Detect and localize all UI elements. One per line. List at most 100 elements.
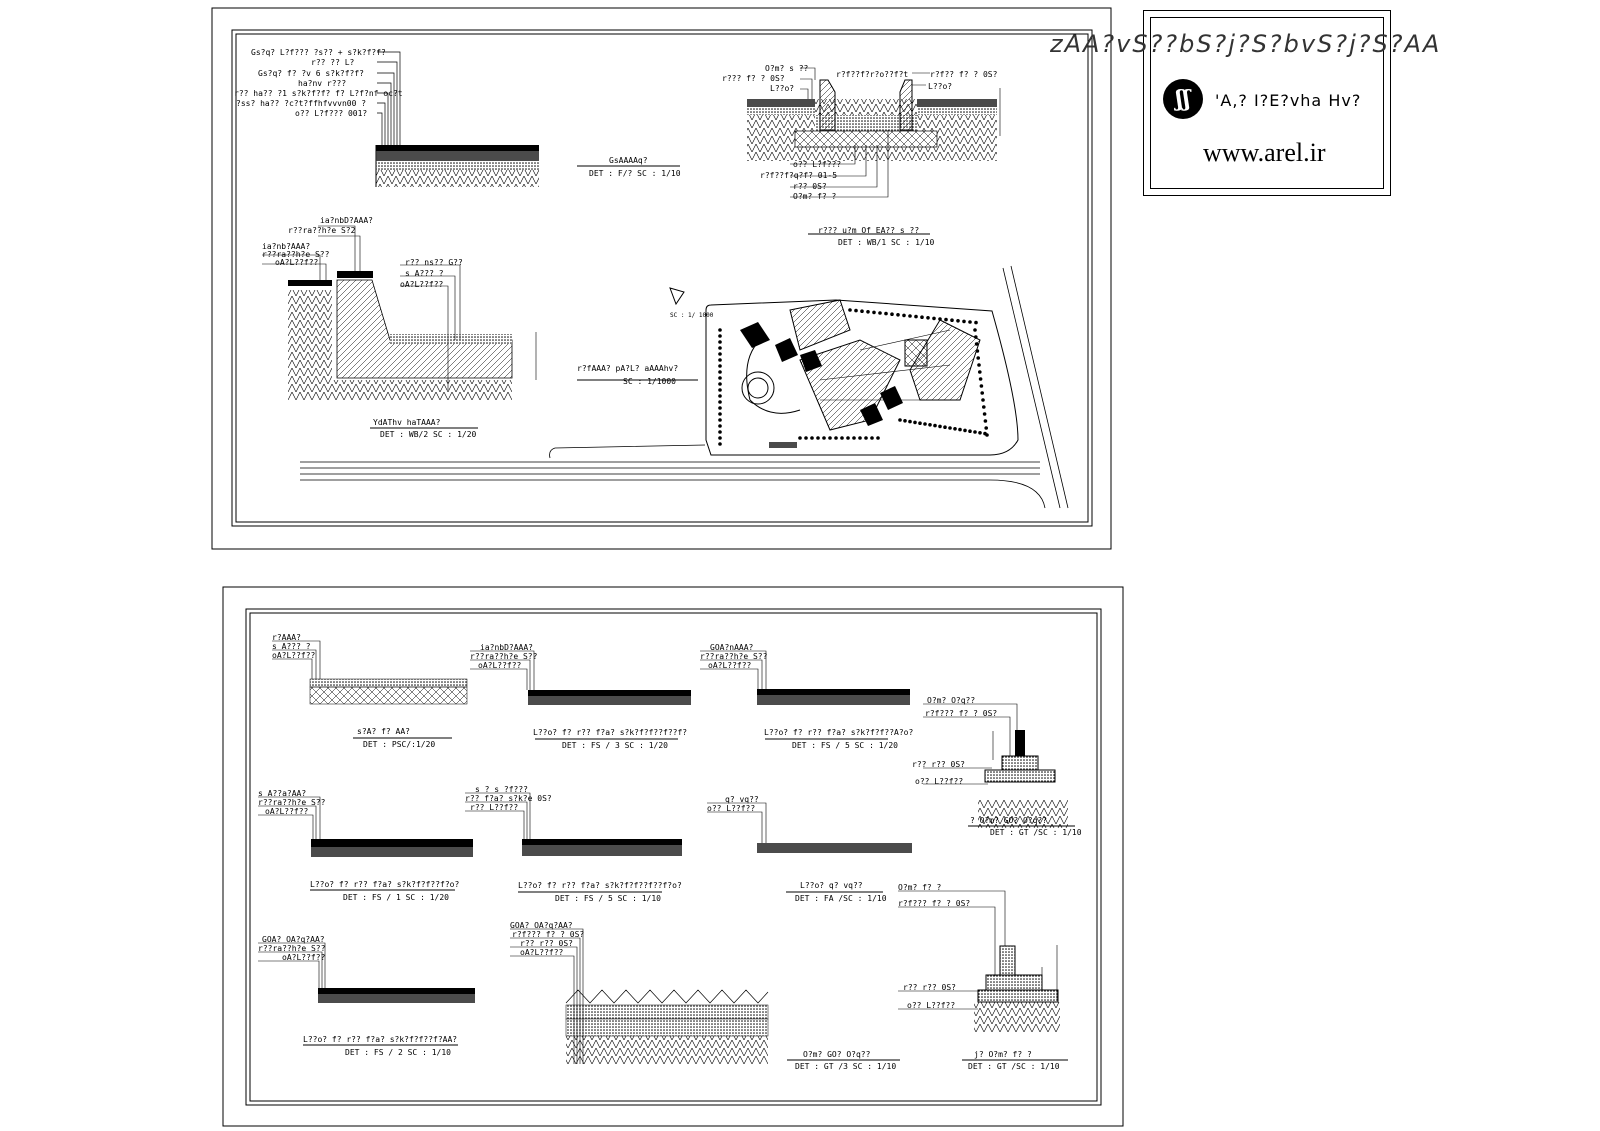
caption: ? O?m? GO? O?q?? [970,816,1048,825]
tree-symbol [933,423,937,428]
tree-symbol [908,419,912,424]
tree-symbol [932,316,936,321]
label: r?f??? f? ? 0S? [512,930,585,939]
detail-top-right-ref: DET : WB/1 SC : 1/10 [838,238,935,247]
tree-symbol [870,436,874,440]
detail-ref: DET : PSC/:1/20 [363,740,436,749]
tree-symbol [718,400,722,404]
label: r?? r?? 0S? [912,760,965,769]
label: ia?nb?AAA? [262,242,311,251]
tree-symbol [718,382,722,386]
label: o?? L??f?? [707,804,756,813]
tree-symbol [976,356,980,360]
tree-symbol [864,436,868,440]
tree-symbol [953,427,957,431]
tree-symbol [898,418,902,422]
label: r?? r?? 0S? [520,939,573,948]
label: oA?L??f?? [708,661,752,670]
tree-symbol [928,423,932,427]
label: O?m? s ?? [765,64,809,73]
caption: L??o? q? vq?? [800,881,863,890]
arel-logo-icon: ʃʃ [1163,79,1203,119]
tree-symbol [974,342,979,346]
tree-symbol [718,430,722,434]
label: r??? f? ? 0S? [722,74,785,83]
label: r?f??? f? ? 0S? [925,709,998,718]
label: o?? L?f??? [793,160,842,169]
label: GOA?nAAA? [710,643,754,652]
tree-symbol [977,363,981,367]
site-plan [300,265,1069,509]
label: ia?nbD?AAA? [480,643,533,652]
label: r??ra??h?e S?? [258,798,326,807]
tree-symbol [980,391,984,395]
tree-symbol [902,313,906,318]
tree-symbol [866,310,870,314]
sheet1-frame-b [235,33,1089,523]
tree-symbol [854,308,858,313]
tree-symbol [718,346,722,350]
tree-symbol [913,420,917,425]
tree-symbol [852,436,856,440]
tree-symbol [828,436,832,440]
detail-top-right-caption: r??? u?m Of EA?? s ?? [818,226,920,235]
caption: j? O?m? f? ? [974,1050,1032,1059]
label: L??o? [770,84,795,93]
label: O?m? f? ? [793,192,837,201]
detail-ref: DET : FA /SC : 1/10 [795,894,887,903]
label: r?? f?a? s?k?e 0S? [465,794,552,803]
tree-symbol [926,316,930,320]
tree-symbol [948,426,952,430]
label: oA?L??f?? [272,651,316,660]
tree-symbol [876,436,880,440]
tree-symbol [973,328,977,332]
tree-symbol [918,421,922,426]
label: o?? L??f?? [907,1001,956,1010]
tree-symbol [718,418,722,422]
tree-symbol [974,320,978,325]
label: o?? L?f??? 001? [295,109,368,118]
label: s A??a?AA? [258,789,307,798]
tree-symbol [872,310,876,315]
site-plan-caption: r?fAAA? pA?L? aAAAhv? [577,364,679,373]
tree-symbol [956,319,960,323]
tree-symbol [846,436,850,440]
label: r??ra??h?e S?? [470,652,538,661]
label: r?? ns?? G?? [405,258,463,267]
caption: O?m? GO? O?q?? [803,1050,871,1059]
caption: L??o? f? r?? f?a? s?k?f?f??f?o? [310,880,460,889]
label: s A??? ? [405,269,444,278]
label: ?ss? ha?? ?c?t?ffhfvvvn00 ? [236,99,367,108]
tree-symbol [834,436,838,440]
label: r?? L??f?? [470,803,519,812]
label: oA?L??f?? [478,661,522,670]
tree-symbol [983,431,987,436]
tree-symbol [718,442,722,446]
detail-top-right-section [747,67,1001,235]
tree-symbol [804,436,808,440]
label: r?f??f?r?o??f?t [836,70,909,79]
tree-symbol [884,311,888,316]
label: oA?L??f?? [400,280,444,289]
detail-left-mid-ref: DET : WB/2 SC : 1/20 [380,430,477,439]
caption: L??o? f? r?? f?a? s?k?f?f??f?AA? [303,1035,458,1044]
sheet1-outer-frame [211,7,1112,550]
detail-left-mid-caption: YdAThv haTAAA? [373,418,441,427]
title-block-title: zAA?vS??bS?j?S?bvS?j?S?AA [1050,30,1442,58]
tree-symbol [718,358,722,362]
tree-symbol [984,426,988,430]
label: r?AAA? [272,633,301,642]
tree-symbol [978,370,982,374]
caption: L??o? f? r?? f?a? s?k?f?f??f??f? [533,728,688,737]
tree-symbol [962,319,966,324]
label: r?? r?? 0S? [903,983,956,992]
tree-symbol [718,412,722,416]
tree-symbol [979,384,984,388]
tree-symbol [718,370,722,374]
label: O?m? f? ? [898,883,942,892]
detail-top-left-caption: GsAAAAq? [609,156,648,165]
label: r?? ?? L? [311,58,355,67]
detail-top-left-ref: DET : F/? SC : 1/10 [589,169,681,178]
label: r??ra??h?e S?? [262,250,330,259]
